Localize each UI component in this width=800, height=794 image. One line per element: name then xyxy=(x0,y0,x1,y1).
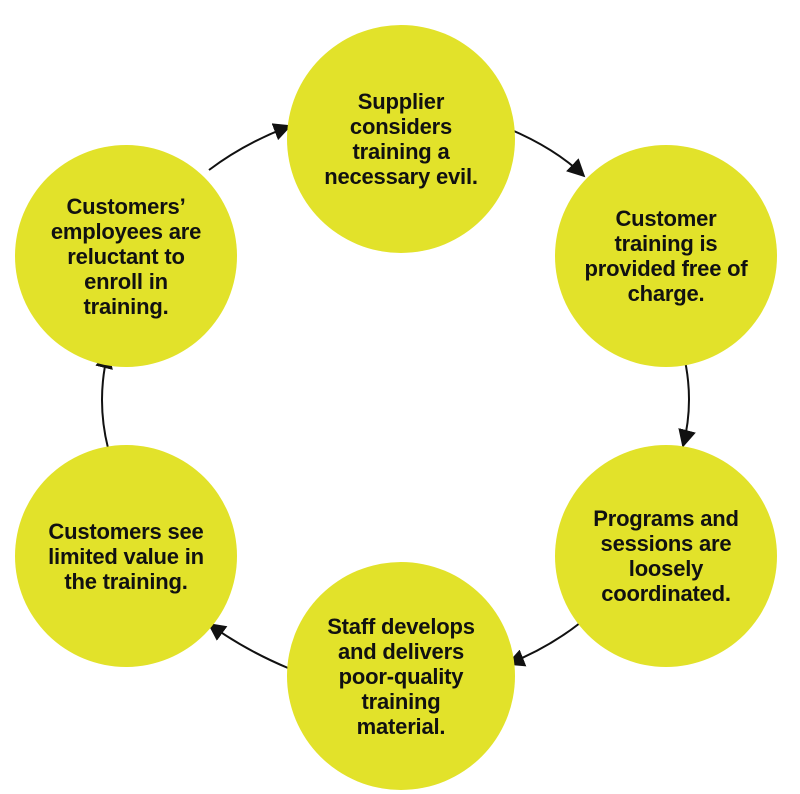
cycle-node-reluctant-employees: Customers’ employees are reluctant to en… xyxy=(15,145,237,367)
cycle-node-poor-material: Staff develops and delivers poor-quality… xyxy=(287,562,515,790)
cycle-node-loose-coordination: Programs and sessions are loosely coordi… xyxy=(555,445,777,667)
node-label: Supplier considers training a necessary … xyxy=(324,89,478,189)
arrow-2-to-3 xyxy=(678,351,696,448)
cycle-node-supplier: Supplier considers training a necessary … xyxy=(287,25,515,253)
node-label: Staff develops and delivers poor-quality… xyxy=(327,613,475,739)
arrow-4-to-5 xyxy=(207,622,289,669)
cycle-node-free-training: Customer training is provided free of ch… xyxy=(555,145,777,367)
arrow-1-to-2 xyxy=(506,127,586,178)
cycle-node-limited-value: Customers see limited value in the train… xyxy=(15,445,237,667)
arrow-3-to-4 xyxy=(506,622,581,667)
arrow-5-to-6 xyxy=(95,350,113,449)
node-label: Customers’ employees are reluctant to en… xyxy=(50,193,202,319)
arrow-6-to-1 xyxy=(208,123,292,171)
node-label: Customers see limited value in the train… xyxy=(48,518,204,594)
node-label: Programs and sessions are loosely coordi… xyxy=(593,506,739,606)
node-label: Customer training is provided free of ch… xyxy=(584,206,748,306)
